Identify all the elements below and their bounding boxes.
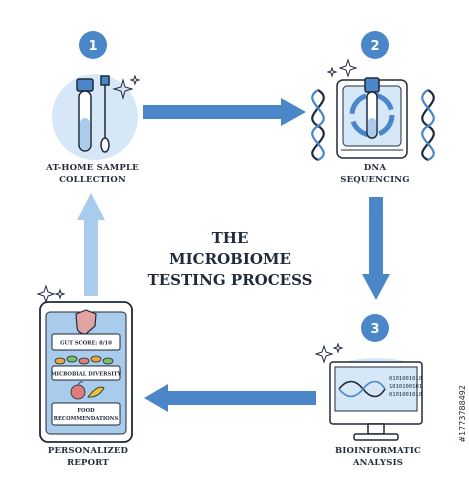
diagram-title: THE MICROBIOME TESTING PROCESS [130,228,330,291]
step-2-caption: DNA SEQUENCING [315,162,435,186]
sample-tube-icon [52,74,138,160]
arrow-step3-to-step4 [144,384,316,412]
microbial-diversity-text: MICROBIAL DIVERSITY [51,372,122,378]
binary-line-1: 0101001010 [389,376,422,382]
sequencer-icon [336,77,408,159]
food-recommendations-text-1: FOOD [77,408,95,414]
title-line-3: TESTING PROCESS [147,271,313,289]
step-1-number-badge: 1 [79,31,107,59]
step-3-number: 3 [370,322,379,337]
step-2-caption-line-1: DNA [363,163,387,173]
step-2-caption-line-2: SEQUENCING [340,175,410,185]
phone-report-icon: GUT SCORE: 8/10 MICROBIAL DIVERSITY FOOD… [39,301,133,443]
arrow-step2-to-step3 [362,197,390,300]
binary-line-2: 1010100101 [389,384,422,390]
sparkle-icon [112,74,141,100]
step-1-number: 1 [88,39,97,54]
step-4-caption-line-1: PERSONALIZED [47,446,129,456]
sparkle-icon [326,58,358,78]
arrow-step4-to-step1 [77,193,105,296]
step-3-caption-line-1: BIOINFORMATIC [334,446,422,456]
title-line-1: THE [211,229,249,247]
step-3-caption-line-2: ANALYSIS [352,458,404,468]
step-2-number: 2 [370,39,379,54]
title-line-2: MICROBIOME [169,250,291,268]
food-icon [70,381,105,400]
dna-helix-right-icon [421,89,435,161]
step-1-caption-line-1: AT-HOME SAMPLE [46,163,139,173]
computer-monitor-icon: 0101001010 1010100101 0101001010 [329,358,423,441]
step-4-caption-line-2: REPORT [67,458,109,468]
sparkle-icon [314,342,344,364]
food-recommendations-text-2: RECOMMENDATIONS [54,416,119,422]
binary-line-3: 0101001010 [389,392,422,398]
step-2-number-badge: 2 [361,31,389,59]
gut-score-text: GUT SCORE: 8/10 [60,341,112,347]
step-3-caption: BIOINFORMATIC ANALYSIS [318,445,438,469]
step-3-number-badge: 3 [361,314,389,342]
arrow-step1-to-step2 [143,98,306,126]
sparkle-icon [36,284,66,304]
step-1-caption-line-2: COLLECTION [59,175,126,185]
microbes-icon [54,355,114,365]
dna-helix-left-icon [311,89,325,161]
stock-id-watermark: #1773788492 [458,385,467,443]
step-1-caption: AT-HOME SAMPLE COLLECTION [25,162,160,186]
step-4-caption: PERSONALIZED REPORT [28,445,148,469]
